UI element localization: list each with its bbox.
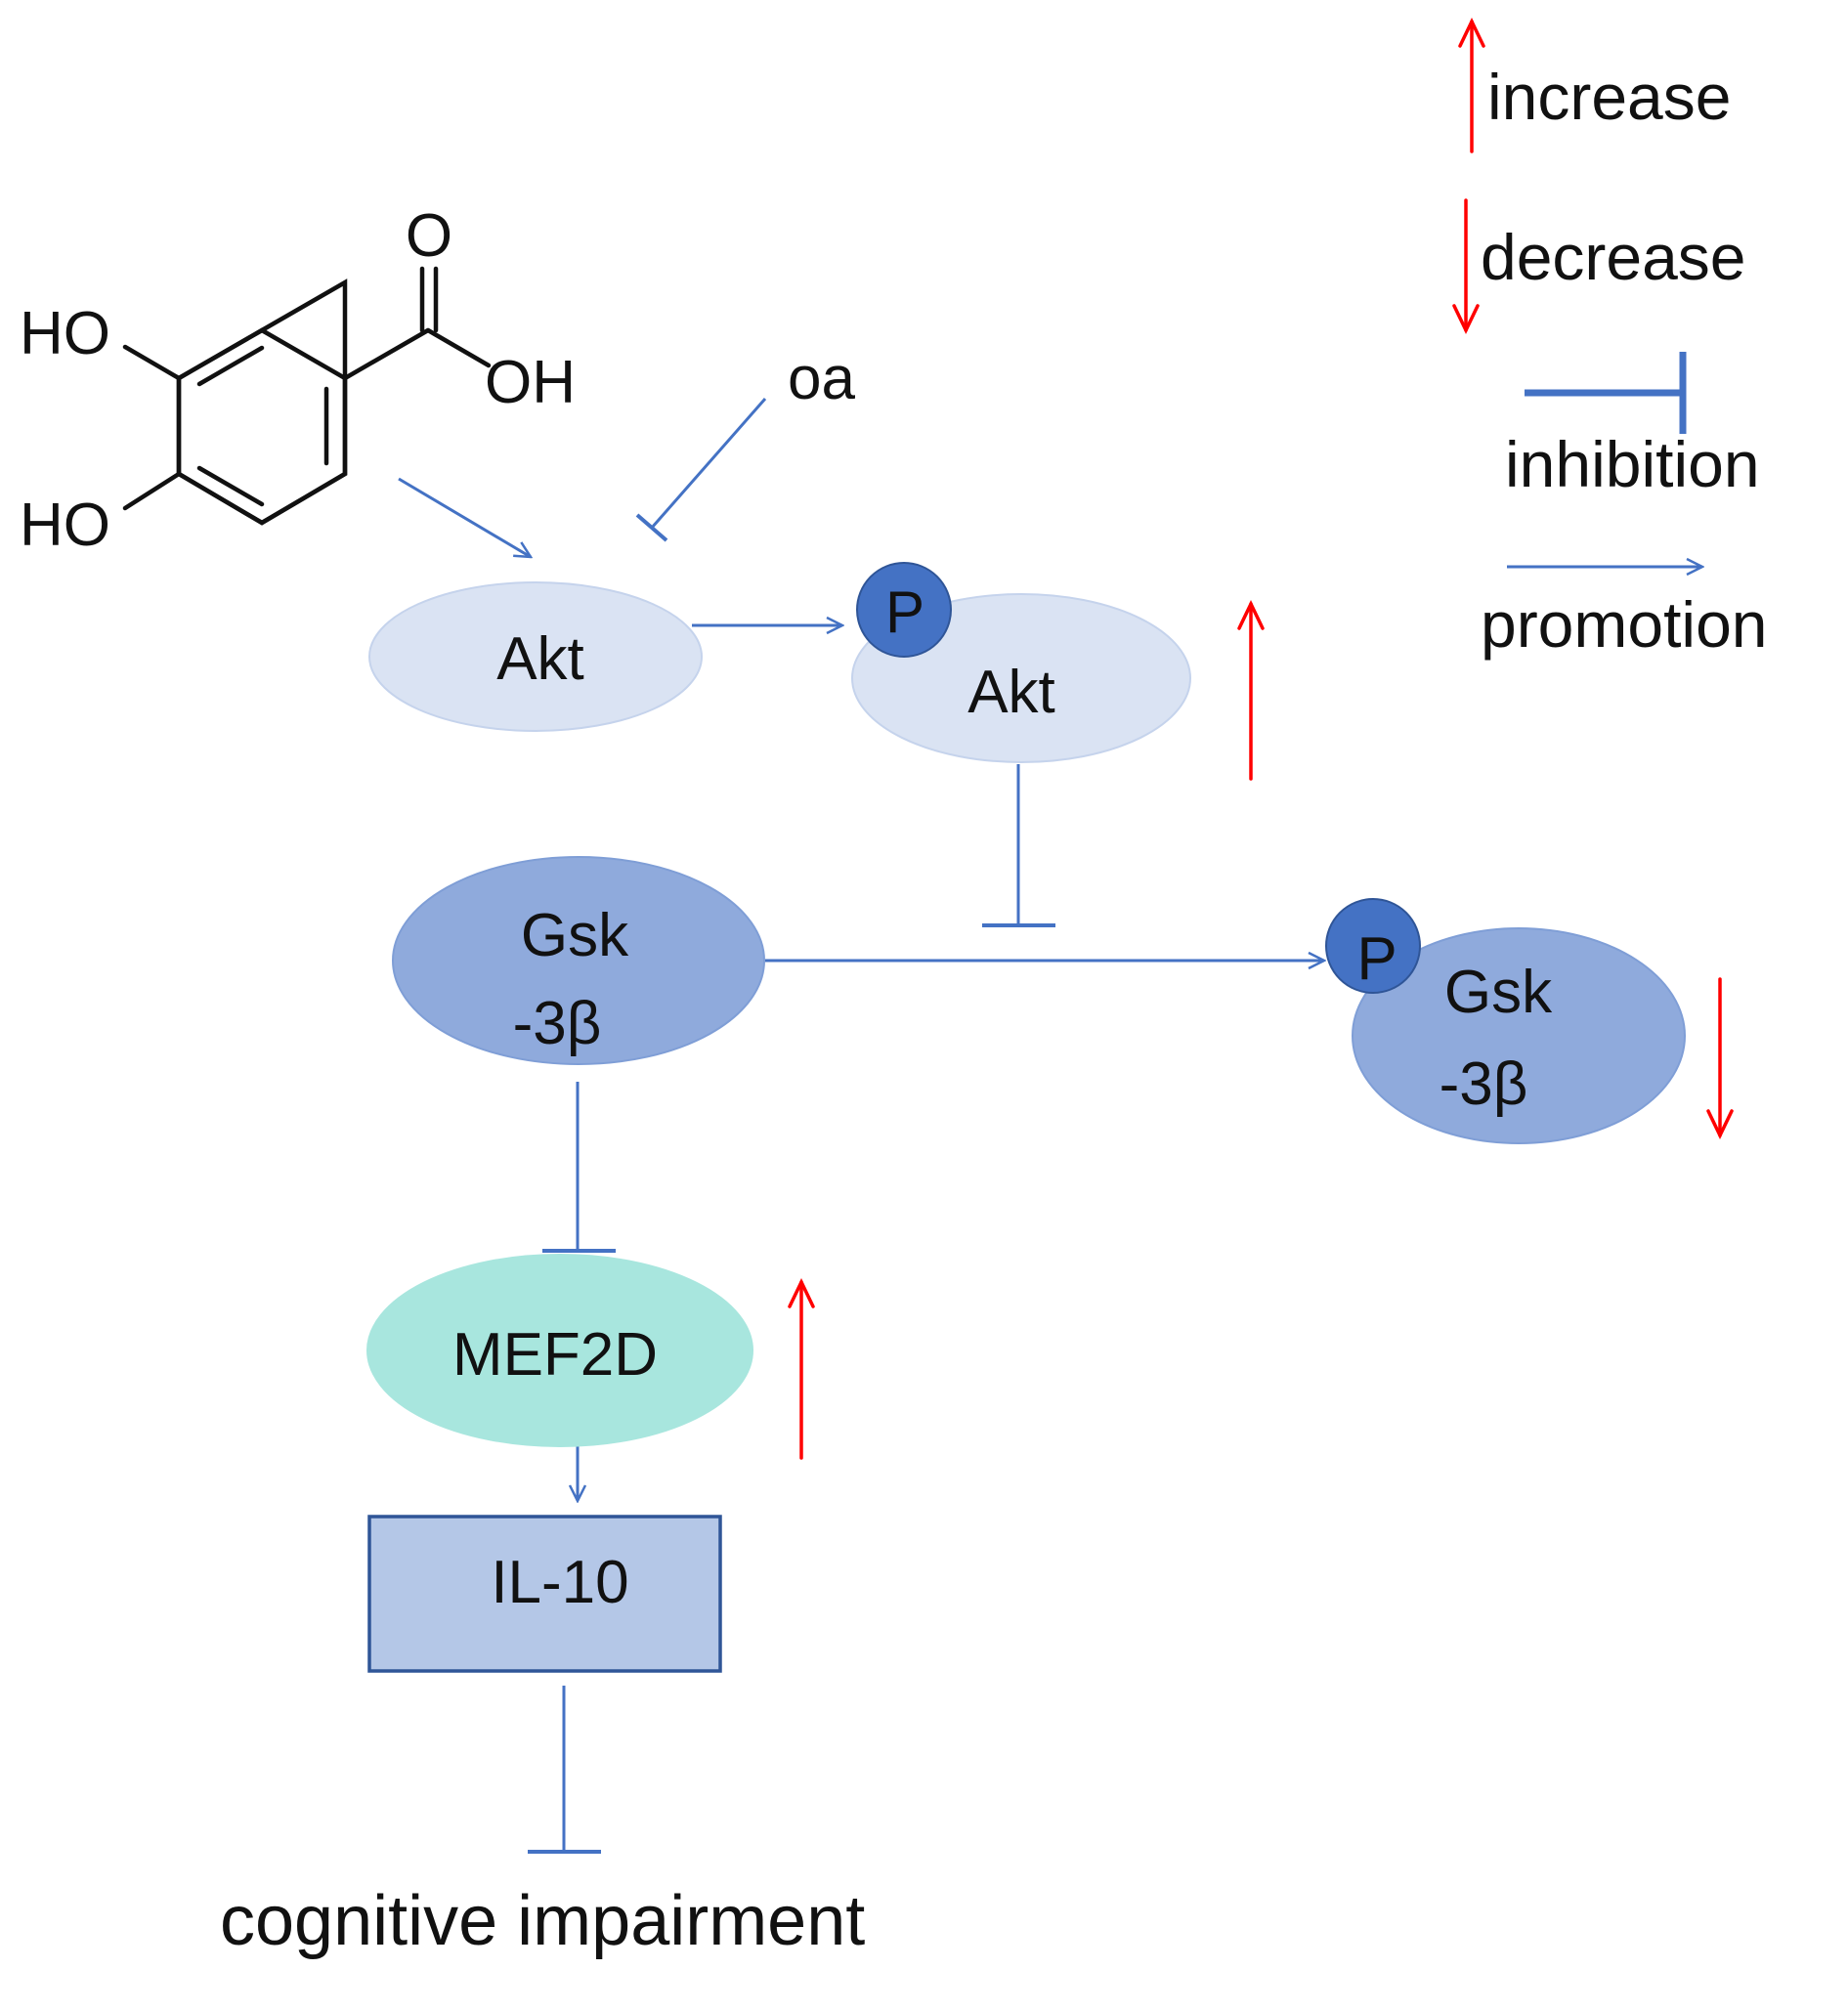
benzene-ring-edge: [176, 327, 348, 526]
p-akt-label: Akt: [967, 659, 1055, 726]
p-gsk3b-badge-label: P: [1356, 925, 1397, 993]
p-akt-phospho-badge: [856, 562, 952, 658]
p-akt-increase-arrow: [1237, 599, 1265, 781]
legend-inhibition-icon: [1525, 352, 1687, 434]
mef2d-label: MEF2D: [452, 1321, 658, 1389]
acid-oh-label: OH: [485, 349, 576, 416]
legend-increase-icon: [1458, 17, 1485, 153]
mef2d-node: [366, 1254, 753, 1447]
mef2d-increase-arrow: [788, 1277, 815, 1460]
protocatechuic-acid-structure: [122, 266, 492, 526]
molecule-to-akt-arrow: [398, 477, 531, 557]
bond-ring-carboxyl: [342, 327, 431, 381]
p-akt-badge-label: P: [885, 579, 924, 645]
legend-decrease-label: decrease: [1481, 221, 1746, 293]
double-bond-inner-top: [196, 345, 265, 387]
connectors: [398, 398, 1324, 1854]
legend-inhibition-label: inhibition: [1505, 428, 1760, 500]
carbonyl-oxygen-label: O: [406, 202, 452, 270]
akt-node: [368, 581, 703, 732]
bond-carboxyl-oh: [425, 327, 492, 368]
legend-decrease-icon: [1452, 198, 1480, 335]
p-gsk3b-label-line2: -3β: [1440, 1050, 1528, 1118]
p-gsk3b-label-line1: Gsk: [1444, 959, 1553, 1026]
oa-inhibits-akt-bar: [635, 513, 668, 542]
ho-bottom-label: HO: [20, 492, 110, 559]
p-gsk3b-phospho-badge: [1325, 898, 1421, 994]
gsk3b-label-line2: -3β: [513, 990, 602, 1057]
legend-promotion-label: promotion: [1481, 588, 1768, 661]
oa-inhibits-akt-line: [650, 398, 767, 529]
oa-label: oa: [788, 345, 855, 412]
il10-label: IL-10: [491, 1549, 628, 1616]
legend-increase-label: increase: [1487, 61, 1731, 133]
outcome-label: cognitive impairment: [220, 1882, 865, 1960]
p-gsk3b-decrease-arrow: [1706, 977, 1734, 1140]
bond-ho-bottom: [122, 471, 182, 511]
legend: increase decrease inhibition promotion: [1452, 17, 1768, 661]
gsk3b-label-line1: Gsk: [521, 902, 629, 969]
gsk3b-node: [392, 856, 765, 1065]
change-arrows: [788, 599, 1734, 1460]
il10-box: [367, 1515, 722, 1673]
ho-top-label: HO: [20, 300, 110, 367]
bond-ho-top: [122, 344, 182, 381]
akt-label: Akt: [496, 625, 584, 693]
double-bond-inner-bottom: [196, 465, 265, 507]
p-gsk3b-node: [1352, 927, 1686, 1144]
